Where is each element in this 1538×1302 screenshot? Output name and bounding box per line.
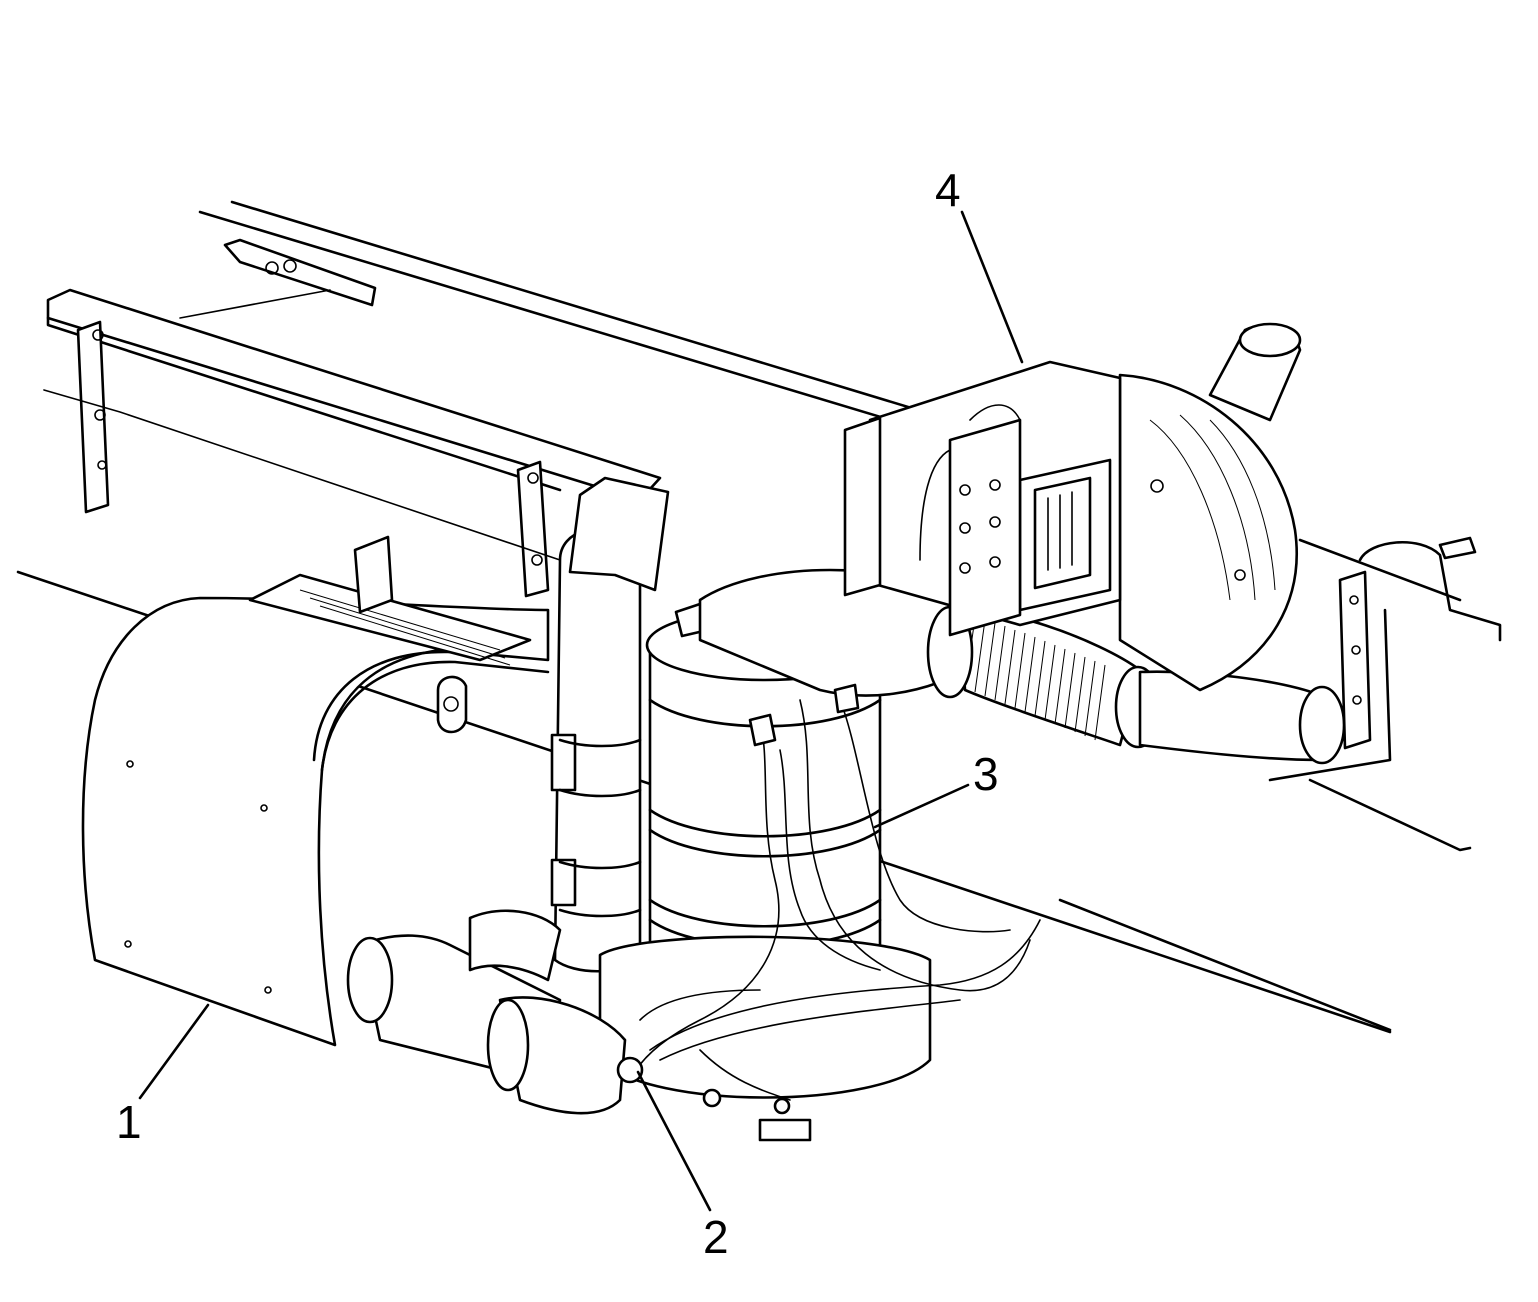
scr-module	[843, 322, 1302, 692]
callout-1: 1	[116, 1096, 142, 1148]
leader-line-1	[138, 1003, 210, 1100]
callout-4: 4	[935, 164, 961, 216]
leader-line-3	[873, 783, 970, 829]
leader-line-2	[636, 1070, 712, 1212]
leader-lines	[138, 210, 1024, 1212]
inlet-pipe	[346, 909, 627, 1115]
wiring-harness	[616, 683, 1041, 1115]
rear-bracket	[1268, 536, 1502, 782]
leader-line-4	[960, 210, 1024, 364]
muffler	[81, 535, 550, 1047]
cross-member	[43, 238, 662, 598]
callouts: 1 2 3 4	[116, 164, 999, 1263]
callout-3: 3	[973, 748, 999, 800]
callout-2: 2	[703, 1211, 729, 1263]
vertical-pipe	[550, 476, 670, 973]
